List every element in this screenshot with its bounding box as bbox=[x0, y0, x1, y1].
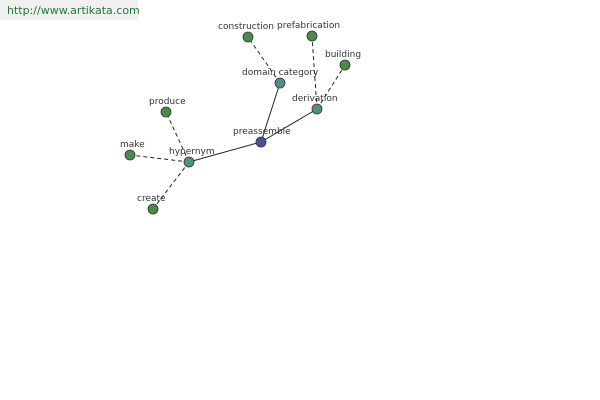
node-prefabrication[interactable] bbox=[306, 30, 318, 42]
node-preassemble[interactable] bbox=[255, 136, 267, 148]
node-label-prefabrication: prefabrication bbox=[277, 21, 340, 31]
edge-derivation-prefabrication bbox=[311, 35, 318, 110]
node-hypernym[interactable] bbox=[183, 156, 195, 168]
edge-preassemble-domain-category bbox=[260, 82, 281, 143]
node-label-construction: construction bbox=[218, 22, 274, 32]
edge-preassemble-hypernym bbox=[188, 141, 262, 163]
node-label-produce: produce bbox=[149, 97, 186, 107]
watermark-url: http://www.artikata.com bbox=[7, 4, 140, 17]
watermark-bar: http://www.artikata.com bbox=[0, 0, 140, 20]
node-label-hypernym: hypernym bbox=[169, 147, 215, 157]
edge-derivation-building bbox=[316, 64, 346, 110]
node-label-create: create bbox=[137, 194, 166, 204]
node-domain-category[interactable] bbox=[274, 77, 286, 89]
node-derivation[interactable] bbox=[311, 103, 323, 115]
edge-preassemble-derivation bbox=[260, 108, 318, 143]
node-label-building: building bbox=[325, 50, 361, 60]
node-construction[interactable] bbox=[242, 31, 254, 43]
graph-edges bbox=[129, 35, 346, 210]
node-label-make: make bbox=[120, 140, 145, 150]
node-produce[interactable] bbox=[160, 106, 172, 118]
edge-hypernym-produce bbox=[165, 111, 190, 163]
node-label-derivation: derivation bbox=[292, 94, 338, 104]
node-label-domain-category: domain category bbox=[242, 68, 319, 78]
edge-hypernym-make bbox=[129, 154, 190, 163]
node-building[interactable] bbox=[339, 59, 351, 71]
edge-hypernym-create bbox=[152, 161, 190, 210]
edge-domain-category-construction bbox=[247, 36, 281, 84]
graph-nodes bbox=[124, 30, 351, 215]
node-create[interactable] bbox=[147, 203, 159, 215]
graph-labels: preassemble hypernym domain category deriva… bbox=[120, 21, 361, 204]
node-label-preassemble: preassemble bbox=[233, 127, 291, 137]
node-make[interactable] bbox=[124, 149, 136, 161]
